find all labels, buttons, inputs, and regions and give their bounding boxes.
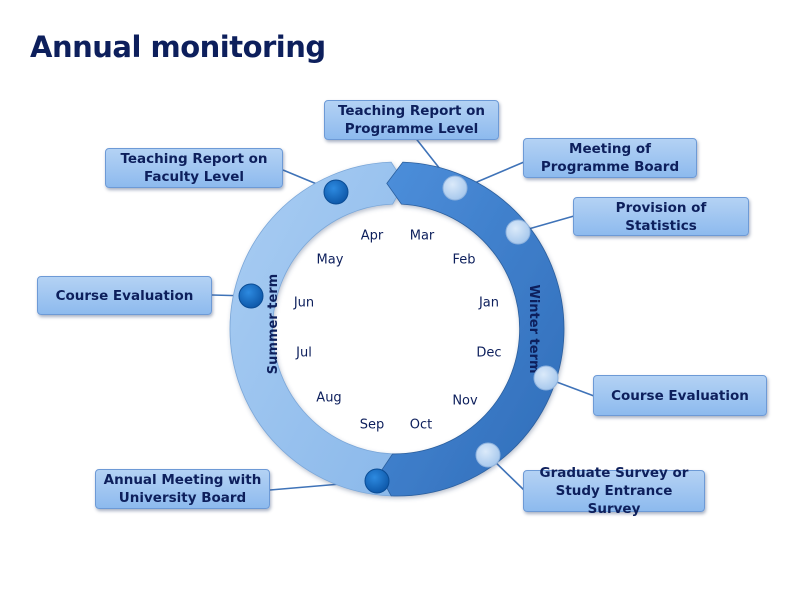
- box-teaching-report-faculty[interactable]: Teaching Report on Faculty Level: [105, 148, 283, 188]
- month-label: Mar: [409, 228, 435, 244]
- box-course-evaluation-winter[interactable]: Course Evaluation: [593, 375, 767, 416]
- box-course-evaluation-summer[interactable]: Course Evaluation: [37, 276, 212, 315]
- box-line: Faculty Level: [143, 169, 245, 185]
- month-label: Jul: [296, 345, 312, 361]
- month-label: Apr: [360, 228, 384, 244]
- month-label: Jan: [478, 295, 500, 311]
- box-line: Course Evaluation: [611, 387, 749, 404]
- box-line: Annual Meeting with: [103, 472, 262, 488]
- milestone-dot-teaching-report-faculty[interactable]: [323, 179, 349, 205]
- box-graduate-survey[interactable]: Graduate Survey or Study Entrance Survey: [523, 465, 705, 517]
- box-line: Meeting of: [569, 141, 651, 157]
- month-label: Aug: [316, 390, 342, 406]
- milestone-dot-course-evaluation-winter[interactable]: [533, 365, 559, 391]
- summer-term-label: Summer term: [266, 274, 281, 374]
- box-line: Teaching Report on: [120, 151, 268, 167]
- box-line: Programme Level: [344, 121, 479, 137]
- milestone-dot-course-evaluation-summer[interactable]: [238, 283, 264, 309]
- month-label: Jun: [293, 295, 315, 311]
- milestone-dot-annual-meeting[interactable]: [364, 468, 390, 494]
- box-line: University Board: [118, 490, 247, 506]
- month-label: Sep: [359, 417, 385, 433]
- box-provision-statistics[interactable]: Provision of Statistics: [573, 197, 749, 236]
- box-line: Teaching Report on: [337, 103, 486, 119]
- box-meeting-programme-board[interactable]: Meeting of Programme Board: [523, 138, 697, 178]
- month-label: Feb: [452, 252, 476, 268]
- month-label: Nov: [452, 393, 478, 409]
- winter-term-label: Winter term: [526, 284, 541, 373]
- milestone-dot-teaching-report-programme[interactable]: [442, 175, 468, 201]
- box-annual-meeting[interactable]: Annual Meeting with University Board: [95, 469, 270, 509]
- box-teaching-report-programme[interactable]: Teaching Report on Programme Level: [324, 100, 499, 140]
- month-label: May: [316, 252, 344, 268]
- page-title: Annual monitoring: [30, 30, 326, 64]
- box-line: Provision of Statistics: [615, 199, 707, 234]
- month-label: Oct: [409, 417, 433, 433]
- month-label: Dec: [476, 345, 502, 361]
- box-line: Course Evaluation: [55, 287, 194, 304]
- milestone-dot-graduate-survey[interactable]: [475, 442, 501, 468]
- winter-term-arc: [378, 161, 565, 497]
- milestone-dot-provision-statistics[interactable]: [505, 219, 531, 245]
- box-line: Graduate Survey or: [539, 465, 689, 481]
- box-line: Study Entrance Survey: [555, 483, 673, 517]
- box-line: Programme Board: [540, 159, 680, 175]
- summer-term-arc: [229, 161, 406, 497]
